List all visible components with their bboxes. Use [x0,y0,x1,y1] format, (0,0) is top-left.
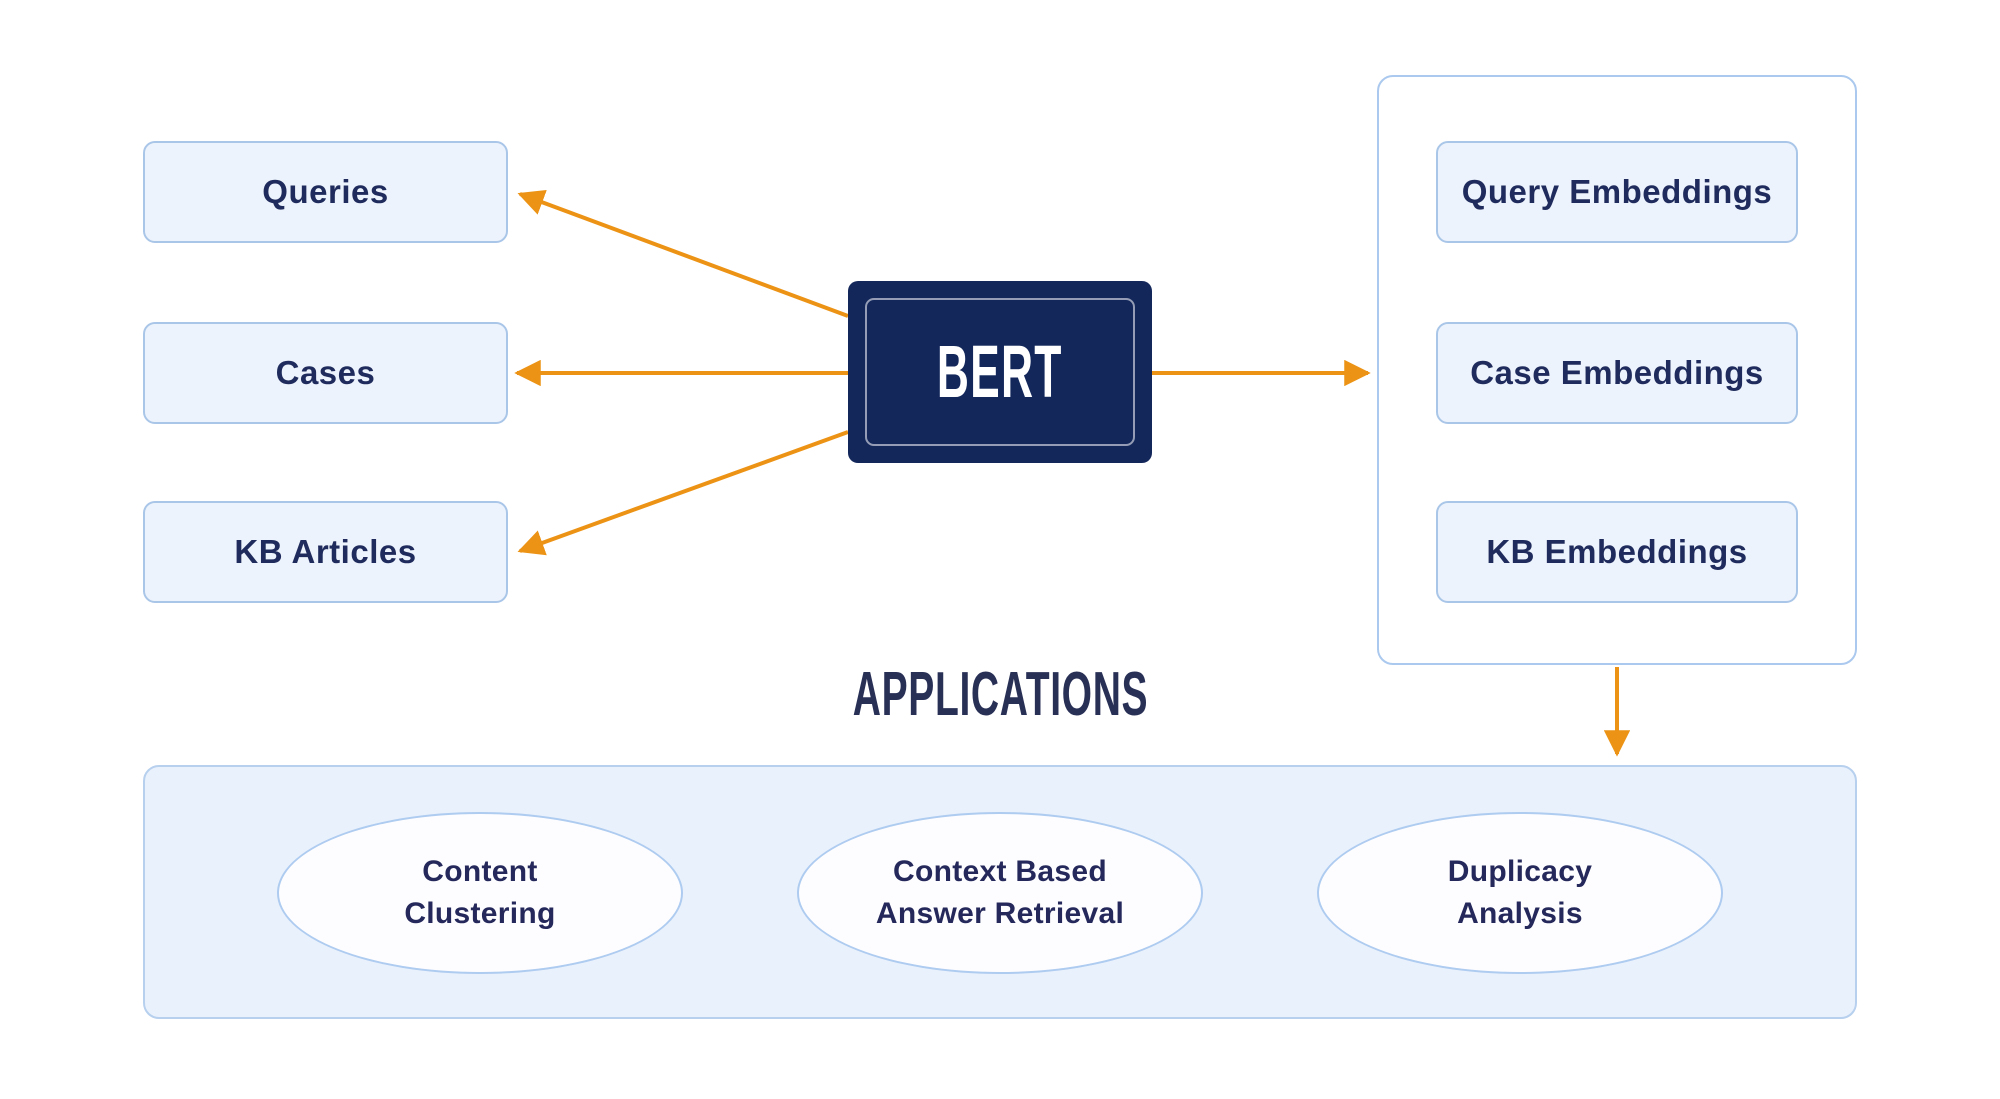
node-query-embeddings: Query Embeddings [1436,141,1798,243]
node-kb-articles: KB Articles [143,501,508,603]
node-bert-model: BERT [848,281,1152,463]
node-case-embeddings-label: Case Embeddings [1470,354,1764,391]
node-query-embeddings-label: Query Embeddings [1461,173,1773,210]
application-content-clustering: Content Clustering [277,812,683,974]
node-bert-label: BERT [937,330,1063,413]
node-kb-articles-label: KB Articles [234,533,417,570]
node-queries: Queries [143,141,508,243]
node-queries-label: Queries [262,173,389,210]
applications-section-title: APPLICATIONS [852,660,1148,729]
app2-line1: Context Based [893,855,1107,888]
node-kb-embeddings: KB Embeddings [1436,501,1798,603]
node-cases: Cases [143,322,508,424]
node-case-embeddings: Case Embeddings [1436,322,1798,424]
application-duplicacy-analysis: Duplicacy Analysis [1317,812,1723,974]
arrow-bert-to-queries [517,189,849,318]
app3-line1: Duplicacy [1447,855,1593,888]
arrow-bert-to-kb-articles [517,430,849,556]
app1-line2: Clustering [404,897,556,930]
application-context-based-answer-retrieval: Context Based Answer Retrieval [797,812,1203,974]
app2-line2: Answer Retrieval [875,897,1125,930]
node-cases-label: Cases [275,354,376,391]
bert-inner-frame [865,298,1135,446]
app1-line1: Content [422,855,538,888]
app3-line2: Analysis [1457,897,1583,930]
node-kb-embeddings-label: KB Embeddings [1486,533,1748,570]
